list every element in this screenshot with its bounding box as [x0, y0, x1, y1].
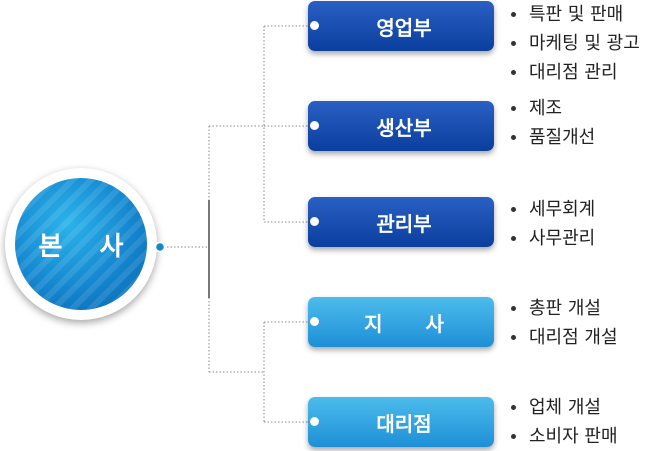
department-branch: 지 사: [308, 297, 494, 347]
department-label: 대리점: [376, 411, 432, 436]
department-management: 관리부: [308, 197, 494, 247]
department-production: 생산부: [308, 101, 494, 151]
head-office-label: 본 사: [15, 178, 147, 310]
task-item: 대리점 관리: [510, 58, 640, 87]
connector-dot: [310, 317, 319, 326]
task-item: 제조: [510, 94, 595, 123]
connector-dot: [310, 21, 319, 30]
department-label: 지 사: [364, 311, 462, 336]
task-list-sales: 특판 및 판매 마케팅 및 광고 대리점 관리: [510, 0, 640, 87]
task-item: 품질개선: [510, 123, 595, 152]
department-label: 영업부: [376, 15, 432, 40]
task-item: 업체 개설: [510, 393, 618, 422]
task-list-management: 세무회계 사무관리: [510, 195, 595, 253]
task-item: 마케팅 및 광고: [510, 29, 640, 58]
task-item: 세무회계: [510, 195, 595, 224]
department-sales: 영업부: [308, 1, 494, 51]
department-label: 생산부: [376, 115, 432, 140]
task-list-branch: 총판 개설 대리점 개설: [510, 294, 618, 352]
head-office-connector-dot: [154, 241, 166, 253]
task-item: 대리점 개설: [510, 323, 618, 352]
connector-dot: [310, 217, 319, 226]
task-item: 특판 및 판매: [510, 0, 640, 29]
task-item: 사무관리: [510, 224, 595, 253]
connector-dot: [310, 121, 319, 130]
connector-dot: [310, 417, 319, 426]
task-item: 소비자 판매: [510, 422, 618, 451]
task-list-production: 제조 품질개선: [510, 94, 595, 152]
department-label: 관리부: [376, 211, 432, 236]
department-agency: 대리점: [308, 397, 494, 447]
task-item: 총판 개설: [510, 294, 618, 323]
head-office-node: 본 사: [5, 168, 157, 320]
task-list-agency: 업체 개설 소비자 판매: [510, 393, 618, 451]
